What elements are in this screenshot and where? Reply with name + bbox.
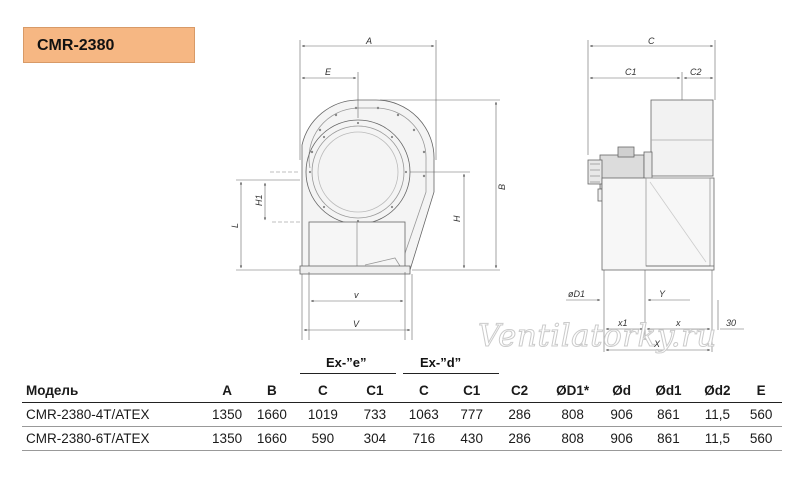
table-cell: 11,5 xyxy=(694,426,741,451)
side-dimensions xyxy=(566,40,744,352)
front-view xyxy=(270,99,435,275)
front-dimensions xyxy=(236,40,500,340)
dim-label-h1: H1 xyxy=(254,194,264,206)
table-cell: 286 xyxy=(494,402,545,427)
model-title-badge: CMR-2380 xyxy=(23,27,195,63)
col-header-od1: Ød1 xyxy=(642,379,695,403)
col-header-e: E xyxy=(740,379,782,403)
dim-label-x: x xyxy=(675,318,681,328)
col-header-c-ex-d: C xyxy=(398,379,449,403)
dim-label-h: H xyxy=(452,215,462,222)
table-cell: 286 xyxy=(494,426,545,451)
table-cell: 1063 xyxy=(398,402,449,427)
table-cell: 1660 xyxy=(248,402,295,427)
table-cell: 777 xyxy=(448,402,495,427)
table-cell: 716 xyxy=(398,426,449,451)
group-underline-ex-d xyxy=(403,373,499,374)
dim-label-30: 30 xyxy=(726,318,736,328)
dim-label-x-total: X xyxy=(653,339,661,349)
col-header-b: B xyxy=(248,379,295,403)
table-cell: 1350 xyxy=(205,426,249,451)
dim-label-b: B xyxy=(497,184,507,190)
dim-label-l: L xyxy=(230,223,240,228)
table-cell: 1350 xyxy=(205,402,249,427)
table-cell: 1660 xyxy=(248,426,295,451)
dim-label-a: A xyxy=(365,36,372,46)
watermark-text: Ventilatorky.ru xyxy=(478,318,717,355)
col-header-c1-ex-d: C1 xyxy=(448,379,495,403)
table-cell: 304 xyxy=(350,426,399,451)
dim-label-x1: x1 xyxy=(617,318,628,328)
dim-label-od1: øD1 xyxy=(568,289,585,299)
col-header-model: Модель xyxy=(22,379,206,403)
col-header-c-ex-e: C xyxy=(294,379,351,403)
table-cell: 560 xyxy=(740,402,782,427)
table-cell: 906 xyxy=(600,426,643,451)
dim-label-v-small: v xyxy=(354,290,359,300)
table-cell: 906 xyxy=(600,402,643,427)
table-cell: 861 xyxy=(642,402,695,427)
table-cell: 733 xyxy=(350,402,399,427)
dim-label-c: C xyxy=(648,36,655,46)
col-header-od2: Ød2 xyxy=(694,379,741,403)
col-header-od1-star: ØD1* xyxy=(544,379,601,403)
table-row: CMR-2380-6T/ATEX 1350 1660 590 304 716 4… xyxy=(22,426,782,451)
spec-table: Модель A B C C1 C C1 C2 ØD1* Ød Ød1 Ød2 … xyxy=(22,379,782,451)
table-cell: CMR-2380-6T/ATEX xyxy=(22,426,206,451)
group-header-ex-d: Ex-”d” xyxy=(420,355,462,370)
side-view xyxy=(587,99,715,271)
table-cell: 808 xyxy=(544,426,601,451)
col-header-od: Ød xyxy=(600,379,643,403)
table-cell: 560 xyxy=(740,426,782,451)
dim-label-c2: C2 xyxy=(690,67,702,77)
col-header-a: A xyxy=(205,379,249,403)
dim-label-c1: C1 xyxy=(625,67,637,77)
group-underline-ex-e xyxy=(300,373,396,374)
table-cell: 1019 xyxy=(294,402,351,427)
table-cell: 430 xyxy=(448,426,495,451)
col-header-c1-ex-e: C1 xyxy=(350,379,399,403)
table-cell: 861 xyxy=(642,426,695,451)
table-cell: 11,5 xyxy=(694,402,741,427)
dim-label-e: E xyxy=(325,67,332,77)
table-cell: 808 xyxy=(544,402,601,427)
group-header-ex-e: Ex-”e” xyxy=(326,355,367,370)
dim-label-y: Y xyxy=(659,289,666,299)
col-header-c2: C2 xyxy=(494,379,545,403)
table-header-row: Модель A B C C1 C C1 C2 ØD1* Ød Ød1 Ød2 … xyxy=(22,379,782,403)
table-cell: CMR-2380-4T/ATEX xyxy=(22,402,206,427)
front-dimension-labels: A E B H H1 L v V xyxy=(230,36,507,329)
dim-label-v-large: V xyxy=(353,319,360,329)
table-row: CMR-2380-4T/ATEX 1350 1660 1019 733 1063… xyxy=(22,402,782,427)
side-dimension-labels: C C1 C2 øD1 Y x1 x 30 X xyxy=(568,36,736,349)
table-cell: 590 xyxy=(294,426,351,451)
